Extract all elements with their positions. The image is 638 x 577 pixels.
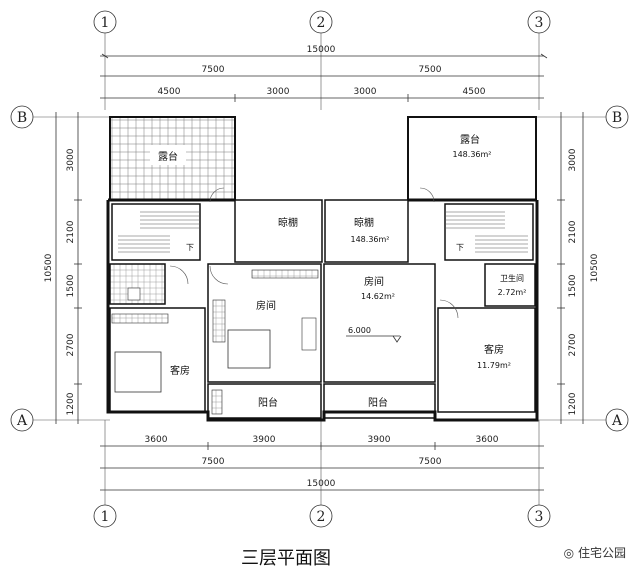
bottom-dimensions: 3600 3900 3900 3600 7500 7500 15000	[100, 420, 544, 505]
shed-right-area: 148.36m²	[351, 235, 390, 244]
axis-label-top-1: 1	[101, 15, 110, 31]
room-center-right-area: 14.62m²	[361, 292, 395, 301]
dim-bottom-part-2: 3900	[253, 435, 276, 445]
guest-right-label: 客房	[484, 343, 504, 356]
dim-left-part-5: 1200	[66, 392, 76, 415]
bed-center-left	[227, 329, 271, 369]
shed-right-label: 晾棚	[354, 216, 374, 229]
dim-bottom-part-4: 3600	[476, 435, 499, 445]
dim-top-half-left: 7500	[202, 65, 225, 75]
bath-right	[484, 263, 536, 307]
stair-left-treads	[118, 211, 200, 253]
bath-left	[109, 263, 166, 305]
dim-left-part-3: 1500	[66, 274, 76, 297]
dim-right-part-2: 2100	[568, 220, 578, 243]
stair-left-down-label: 下	[186, 243, 194, 252]
stair-right-down-label: 下	[456, 243, 464, 252]
dim-left-part-4: 2700	[66, 333, 76, 356]
dim-top-part-2: 3000	[267, 87, 290, 97]
axis-label-bottom-2: 2	[317, 509, 326, 525]
room-center-left	[207, 263, 322, 383]
room-center-right	[323, 263, 436, 383]
dim-bottom-half-left: 7500	[202, 457, 225, 467]
dim-bottom-half-right: 7500	[419, 457, 442, 467]
stair-right-treads	[445, 211, 528, 253]
dim-top-half-right: 7500	[419, 65, 442, 75]
terrace-left-label: 露台	[158, 150, 178, 163]
guest-right	[437, 307, 536, 413]
dim-left-part-1: 3000	[66, 148, 76, 171]
dim-right-part-1: 3000	[568, 148, 578, 171]
shed-left-label: 晾棚	[278, 216, 298, 229]
level-mark: 6.000	[348, 326, 371, 335]
terrace-right-area: 148.36m²	[453, 150, 492, 159]
watermark: ◎ 住宅公园	[564, 544, 626, 561]
dim-top-part-1: 4500	[158, 87, 181, 97]
chat-icon: ◎	[563, 546, 575, 560]
dim-left-part-2: 2100	[66, 220, 76, 243]
dim-right-part-3: 1500	[568, 274, 578, 297]
axis-label-bottom-1: 1	[101, 509, 110, 525]
building: 露台 露台 148.36m² 晾棚 晾棚 148.36m² 下	[106, 116, 539, 422]
dim-right-part-4: 2700	[568, 333, 578, 356]
bath-right-area: 2.72m²	[498, 288, 527, 297]
axis-label-top-2: 2	[317, 15, 326, 31]
dim-top-part-4: 4500	[463, 87, 486, 97]
watermark-text: 住宅公园	[577, 546, 626, 560]
balcony-left	[207, 383, 322, 419]
axis-label-bottom-3: 3	[535, 509, 544, 525]
axis-label-left-b: B	[17, 110, 27, 126]
drawing-title: 三层平面图	[241, 548, 331, 569]
shed-right	[324, 199, 409, 263]
terrace-right-label: 露台	[460, 133, 480, 146]
top-dimensions: 15000 7500 7500 4500 3000 3000 4500	[100, 45, 548, 102]
shed-left	[234, 199, 323, 263]
stair-left	[111, 203, 201, 261]
stair-right	[444, 203, 534, 261]
guest-left-label: 客房	[170, 364, 190, 377]
left-axis-markers: B A 10500 3000 2100 1500 2700 1200	[10, 105, 110, 432]
axis-label-right-a: A	[611, 413, 623, 429]
balcony-left-label: 阳台	[258, 396, 278, 409]
dim-bottom-part-3: 3900	[368, 435, 391, 445]
dim-right-total: 10500	[590, 253, 600, 282]
balcony-right-label: 阳台	[368, 396, 388, 409]
dim-top-total: 15000	[307, 45, 336, 55]
guest-right-area: 11.79m²	[477, 361, 511, 370]
dim-top-part-3: 3000	[354, 87, 377, 97]
top-axis-markers: 1 2 3	[93, 10, 551, 110]
axis-label-top-3: 3	[535, 15, 544, 31]
dim-bottom-part-1: 3600	[145, 435, 168, 445]
bottom-axis-markers: 1 2 3	[93, 504, 551, 528]
dim-left-total: 10500	[44, 253, 54, 282]
balcony-right	[323, 383, 436, 419]
right-axis-markers: B A 10500 3000 2100 1500 2700 1200	[534, 105, 629, 432]
room-center-left-label: 房间	[256, 299, 276, 312]
axis-label-left-a: A	[16, 413, 28, 429]
bed-guest-left	[114, 351, 162, 393]
dim-right-part-5: 1200	[568, 392, 578, 415]
guest-left	[109, 307, 206, 413]
axis-label-right-b: B	[612, 110, 622, 126]
bath-right-label: 卫生间	[500, 273, 524, 283]
room-center-right-label: 房间	[364, 275, 384, 288]
